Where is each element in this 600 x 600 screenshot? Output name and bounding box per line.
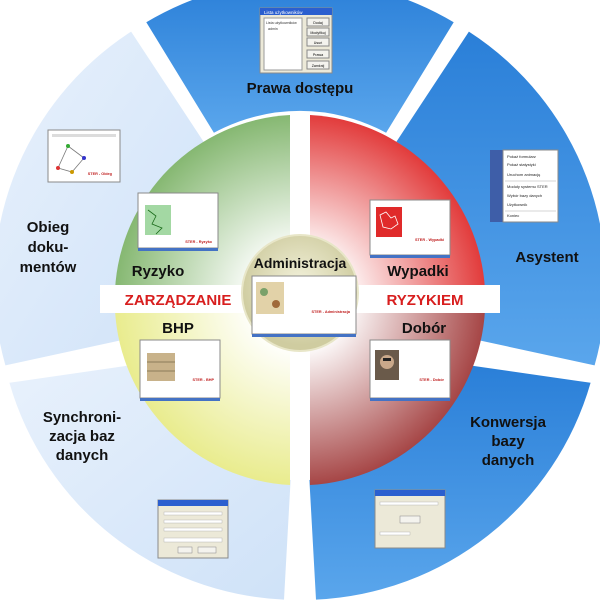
thumb-synchronizacja[interactable]: [157, 499, 229, 559]
label-obieg-line1: Obieg: [27, 219, 70, 236]
thumb-konwersja[interactable]: [374, 489, 446, 549]
label-obieg-line3: mentów: [20, 259, 77, 276]
thumb-prawa-btn-1: Dodaj: [313, 21, 323, 25]
thumb-bhp-label: STER - BHP: [192, 378, 214, 382]
thumb-prawa-title: Lista użytkowników: [264, 10, 303, 15]
label-konwersja-line2: bazy: [491, 433, 525, 450]
thumb-admin-label: STER - Administracja: [312, 310, 351, 314]
label-bhp: BHP: [162, 320, 194, 337]
label-ryzyko: Ryzyko: [132, 263, 185, 280]
menu-item-7: Koniec: [507, 213, 519, 218]
label-synchronizacja-line3: danych: [56, 447, 109, 464]
thumb-dobor-label: STER - Dobór: [419, 378, 444, 382]
thumb-prawa-btn-4: Prawa: [313, 53, 323, 57]
thumb-dobor[interactable]: STER - Dobór: [369, 339, 451, 401]
thumb-bhp[interactable]: STER - BHP: [139, 339, 221, 401]
thumb-ryzyko-label: STER - Ryzyko: [185, 240, 212, 244]
label-obieg: Obieg doku- mentów: [20, 219, 77, 276]
segment-obieg[interactable]: [0, 31, 204, 366]
thumb-prawa-btn-5: Zamknij: [312, 64, 325, 68]
label-dobor: Dobór: [402, 320, 446, 337]
label-ryzykiem: RYZYKIEM: [387, 292, 464, 309]
label-wypadki: Wypadki: [387, 263, 448, 280]
thumb-prawa-btn-2: Modyfikuj: [310, 31, 325, 35]
label-administracja: Administracja: [254, 255, 347, 271]
thumb-ryzyko[interactable]: STER - Ryzyko: [137, 192, 219, 251]
thumb-asystent-menu[interactable]: Pokaż formularz Pokaż statystyki Uruchom…: [490, 149, 559, 223]
center-administracja[interactable]: STER - Administracja: [241, 234, 359, 352]
label-zarzadzanie: ZARZĄDZANIE: [125, 292, 232, 309]
thumb-prawa-list-item: admin: [268, 27, 278, 31]
label-asystent: Asystent: [515, 249, 578, 266]
menu-item-1: Pokaż formularz: [507, 154, 536, 159]
menu-item-3: Uruchom animację: [507, 172, 541, 177]
menu-item-5: Wybór bazy danych: [507, 193, 542, 198]
label-konwersja-line1: Konwersja: [470, 414, 547, 431]
label-konwersja: Konwersja bazy danych: [470, 414, 547, 469]
label-obieg-line2: doku-: [28, 239, 69, 256]
thumb-prawa-btn-3: Usuń: [314, 41, 322, 45]
label-synchronizacja-line2: zacja baz: [49, 428, 115, 445]
thumb-wypadki[interactable]: STER - Wypadki: [369, 199, 451, 258]
thumb-lista-uzytkownikow[interactable]: Lista użytkowników Lista użytkowników ad…: [259, 7, 333, 74]
label-synchronizacja-line1: Synchroni-: [43, 409, 121, 426]
label-prawa-dostepu: Prawa dostępu: [247, 80, 354, 97]
thumb-prawa-list-header: Lista użytkowników: [266, 21, 297, 25]
label-synchronizacja: Synchroni- zacja baz danych: [43, 409, 121, 464]
menu-item-6: Użytkownik: [507, 202, 527, 207]
menu-item-4: Moduły systemu STER: [507, 184, 548, 189]
thumb-obieg-label: STER - Obieg: [88, 172, 113, 176]
thumb-wypadki-label: STER - Wypadki: [415, 238, 444, 242]
menu-item-2: Pokaż statystyki: [507, 162, 536, 167]
thumb-obieg[interactable]: STER - Obieg: [47, 129, 121, 183]
label-konwersja-line3: danych: [482, 452, 535, 469]
